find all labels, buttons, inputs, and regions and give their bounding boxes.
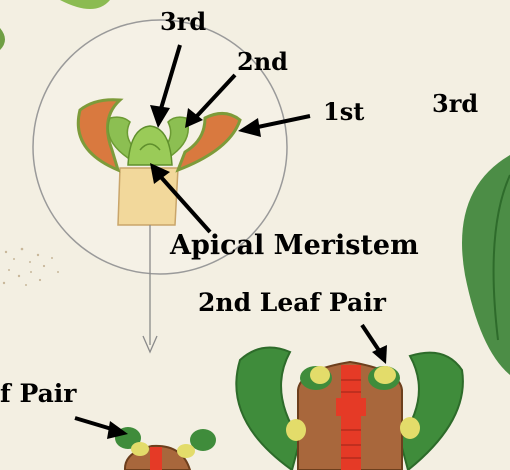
- label-second-leaf-pair: 2nd Leaf Pair: [198, 290, 386, 315]
- bud-left: [310, 366, 330, 384]
- leaf-right: [400, 353, 463, 470]
- small-meristem: [150, 447, 162, 470]
- first-stage-shoot: [115, 427, 216, 470]
- meristem-column: [341, 365, 361, 470]
- label-third-right: 3rd: [432, 92, 478, 116]
- left-edge-leaf-fragment: [0, 28, 5, 50]
- label-apical-meristem: Apical Meristem: [170, 232, 419, 259]
- small-bud-left: [131, 442, 149, 456]
- apex-stem: [118, 168, 178, 225]
- label-second-top: 2nd: [237, 50, 288, 74]
- second-stage-shoot: [236, 348, 463, 470]
- small-bud-right: [177, 444, 195, 458]
- meristem-band: [336, 398, 366, 416]
- leaf-left: [236, 348, 300, 470]
- bud-lower-left: [286, 419, 306, 441]
- bud-lower-right: [400, 417, 420, 439]
- right-large-leaf: [462, 155, 510, 375]
- soil-speckles: [3, 248, 59, 286]
- label-first: 1st: [323, 100, 364, 124]
- arrow-second-pair: [362, 325, 380, 352]
- label-first-leaf-pair-partial: f Pair: [0, 381, 76, 406]
- bud-right: [374, 366, 396, 384]
- label-third-top: 3rd: [160, 10, 206, 34]
- top-left-leaf-tip: [60, 0, 110, 9]
